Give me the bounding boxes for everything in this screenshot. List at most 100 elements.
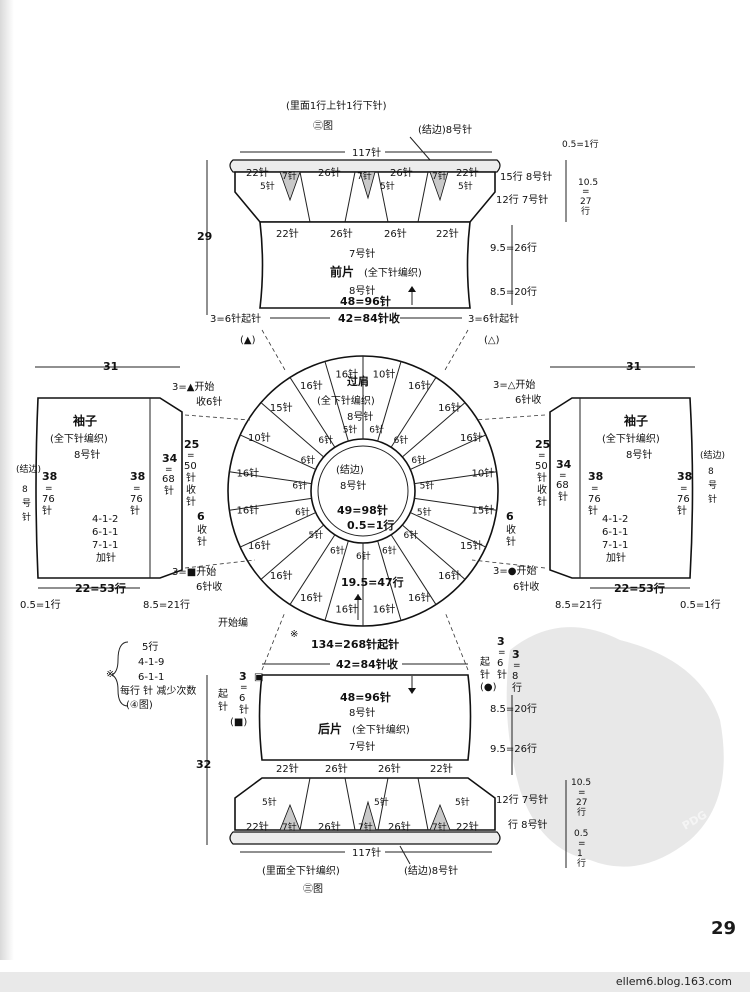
yoke-spoke	[229, 471, 312, 485]
yoke-inner-count: 5针	[417, 506, 432, 518]
back-height: 32	[196, 758, 211, 771]
front-piece: (里面1行上针1行下针) ㊂图 (结边)8号针 117针 22针 26针 26针…	[197, 99, 599, 346]
yoke-needle: 8号针	[347, 410, 373, 423]
yoke-inner-count: 6针	[295, 506, 310, 518]
sleeve-right-h38-b-3: 针	[677, 504, 687, 517]
yoke-depth-arrowhead	[354, 594, 362, 600]
back-pleat-zone	[234, 777, 496, 831]
yoke-outer-count: 15针	[460, 539, 483, 552]
yoke-inner-count: 6针	[404, 529, 419, 541]
sleeve-left-edge-1: 8	[22, 485, 28, 495]
sleeve-right-start-bottom: 3=●开始	[493, 564, 536, 577]
sleeve-right-h25-0: 25	[535, 438, 550, 451]
page-number: 29	[710, 918, 736, 939]
sleeve-right-h25-4: 收	[537, 483, 547, 496]
front-width-bottom: 42=84针收	[338, 311, 400, 325]
back-bottom-0: 22针	[246, 820, 269, 833]
back-pleat-1	[279, 803, 301, 831]
back-rows-95: 9.5=26行	[490, 742, 537, 755]
yoke-outer-count: 16针	[270, 569, 293, 582]
sleeve-right-h38-b-2: 76	[677, 494, 690, 505]
sleeve-right-h34-1: =	[559, 471, 567, 481]
sleeve-left-dec-3: 加针	[96, 551, 116, 564]
sleeve-right-h6-0: 6	[506, 510, 514, 523]
front-hem-label: (结边)8号针	[418, 123, 472, 136]
sleeve-right-start-bottom-b: 6针收	[513, 580, 539, 593]
front-pleat-five-c: 5针	[458, 180, 473, 192]
back-pleat-five-c: 5针	[455, 796, 470, 808]
yoke-outer-count: 16针	[236, 504, 259, 517]
sleeve-right-h38-a-3: 针	[588, 504, 598, 517]
yoke-spokes	[229, 356, 497, 626]
sleeve-right-start-top: 3=△开始	[493, 378, 535, 391]
front-rows-105-d: 行	[581, 205, 590, 217]
back-pleat-seven-c: 7针	[432, 821, 447, 833]
sleeve-right-h34-2: 68	[556, 480, 569, 491]
back-bottom-3: 22针	[456, 820, 479, 833]
front-pleat-top-2: 26针	[390, 166, 413, 179]
sleeve-left-dec-0: 4-1-2	[92, 514, 118, 525]
front-pleat-seven-c: 7针	[432, 170, 447, 182]
yoke-star: ※	[290, 629, 298, 640]
yoke-inner-count: 6针	[369, 423, 384, 435]
front-rows-95: 9.5=26行	[490, 241, 537, 254]
back-left-mark: (■)	[230, 717, 247, 728]
yoke-inner-rows: 0.5=1行	[347, 518, 394, 532]
back-right-three-3: 针	[497, 668, 507, 681]
back-needle-7: 7号针	[349, 740, 375, 753]
yoke-inner-count: 6针	[318, 434, 333, 446]
back-right-mark: (●)	[480, 682, 497, 693]
front-bottom-2: 26针	[384, 227, 407, 240]
front-side-left: 3=6针起针	[210, 312, 261, 325]
back-left-three-2: 6	[239, 693, 245, 704]
sleeve-left-h38-b-3: 针	[130, 504, 140, 517]
yoke-spoke	[324, 540, 349, 621]
front-arrow-head	[408, 286, 416, 292]
sleeve-right-h6-2: 针	[506, 535, 516, 548]
back-rows-105-0: 10.5	[571, 778, 591, 788]
back-rows-05-1: =	[578, 839, 586, 849]
sleeve-right-edge-2: 号	[708, 480, 717, 491]
front-side-right: 3=6针起针	[468, 312, 519, 325]
front-pleat-five-b: 5针	[380, 180, 395, 192]
sleeve-left-h38-a-0: 38	[42, 470, 57, 483]
sleeve-right-h38-b-0: 38	[677, 470, 692, 483]
front-mark-right: (△)	[484, 335, 500, 346]
sleeve-right-edge-0: (结边)	[700, 449, 725, 461]
front-name: 前片	[330, 264, 354, 279]
back-right-three-2: 6	[497, 658, 503, 669]
front-bottom-1: 26针	[330, 227, 353, 240]
front-pleat-line-3	[377, 171, 389, 223]
sleeve-left-edge-0: (结边)	[16, 463, 41, 475]
sleeve-left-body	[35, 397, 183, 579]
yoke-method: (全下针编织)	[317, 394, 375, 407]
yoke-outer-count: 16针	[300, 591, 323, 604]
front-rows-top: 0.5=1行	[562, 138, 599, 150]
yoke-stitch-labels: 10针16针16针16针10针15针15针16针16针16针16针16针16针1…	[236, 367, 494, 615]
yoke-cast-on: 134=268针起针	[311, 637, 399, 651]
yoke-inner-count: 6针	[301, 454, 316, 466]
yoke-inner-needle: 8号针	[340, 479, 366, 492]
sleeve-right-name: 袖子	[624, 413, 648, 428]
sleeve-left-name: 袖子	[73, 413, 97, 428]
front-pleat-2	[359, 171, 376, 200]
back-rows-05-0: 0.5	[574, 829, 588, 839]
sleeve-right-method: (全下针编织)	[602, 432, 660, 445]
yoke-outer-count: 10针	[472, 466, 495, 479]
yoke-spoke	[289, 534, 336, 605]
back-dec-3: 每行 针 减少次数	[120, 684, 196, 697]
front-method: (全下针编织)	[364, 266, 422, 279]
back-dec-1: 4-1-9	[138, 657, 164, 668]
front-pleat-top-1: 26针	[318, 166, 341, 179]
sleeve-right-h38-a-0: 38	[588, 470, 603, 483]
sleeve-left-h38-b-2: 76	[130, 494, 143, 505]
back-left-sq: ▣	[254, 672, 263, 683]
sleeve-right-width: 31	[626, 360, 641, 373]
sleeve-right-dec-3: 加针	[606, 551, 626, 564]
yoke-spoke	[414, 471, 497, 485]
back-right-three-b-2: 8	[512, 671, 518, 682]
back-left-three-3: 针	[239, 703, 249, 716]
back-rows-85: 8.5=20行	[490, 702, 537, 715]
sleeve-right-h25-1: =	[538, 451, 546, 461]
yoke-depth: 19.5=47行	[341, 575, 404, 589]
